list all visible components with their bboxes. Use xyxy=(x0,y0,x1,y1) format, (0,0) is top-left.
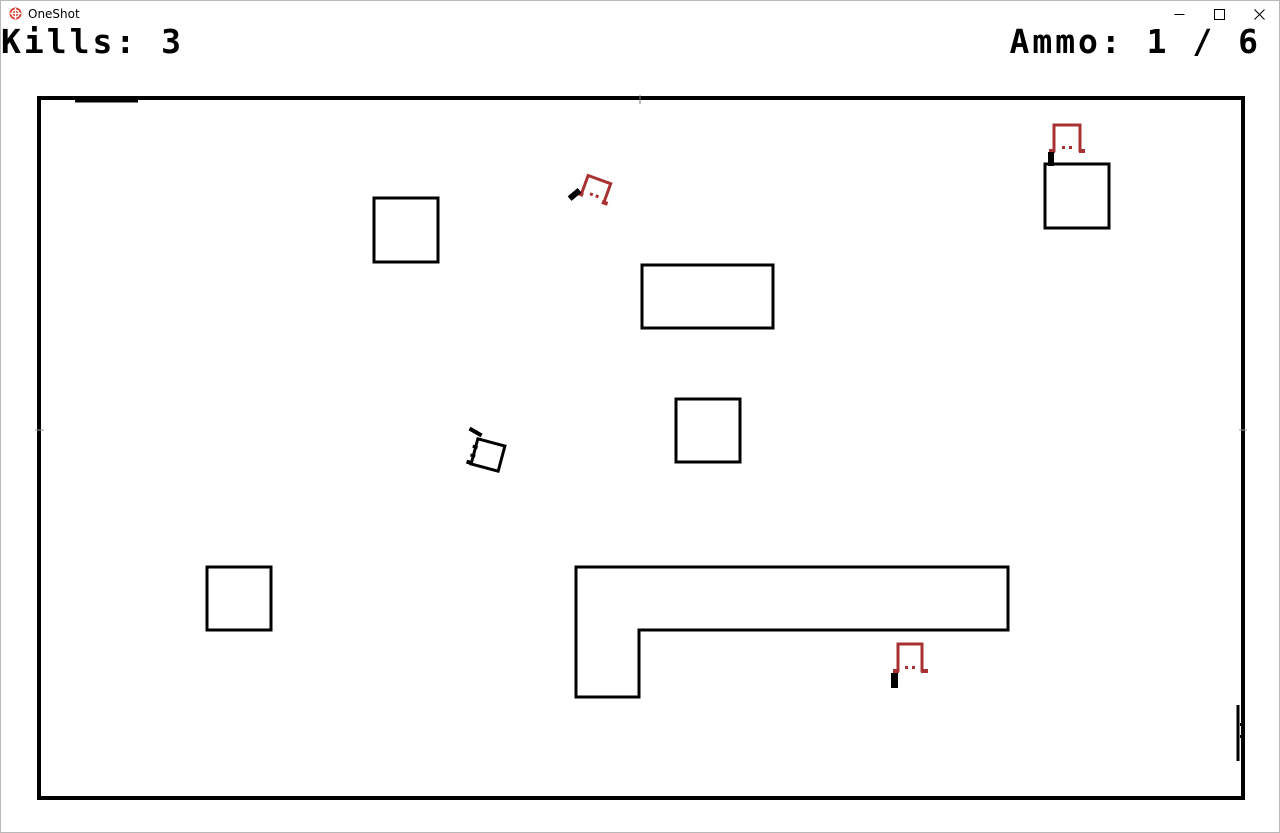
close-icon xyxy=(1253,8,1265,20)
obstacle-block xyxy=(205,565,273,632)
window-title: OneShot xyxy=(28,7,80,21)
ammo-counter: Ammo: 1 / 6 xyxy=(1009,22,1261,61)
maximize-icon xyxy=(1213,8,1225,20)
title-bar[interactable]: OneShot xyxy=(1,1,1279,27)
minimize-icon xyxy=(1174,13,1184,15)
arena-boundary-wall xyxy=(37,96,1245,800)
obstacle-block xyxy=(674,397,742,464)
right-wall-gate xyxy=(1236,705,1244,761)
maximize-button[interactable] xyxy=(1199,1,1239,27)
kills-counter: Kills: 3 xyxy=(1,22,184,61)
obstacle-block xyxy=(640,263,775,330)
close-button[interactable] xyxy=(1239,1,1279,27)
enemy-tank-icon xyxy=(567,173,613,206)
enemy-tank-icon xyxy=(891,642,928,688)
player-tank-icon xyxy=(466,426,507,474)
enemy-tank-icon xyxy=(1048,123,1085,166)
obstacle-l-wall xyxy=(574,565,1010,699)
obstacle-block xyxy=(372,196,440,264)
obstacle-block xyxy=(1043,162,1111,230)
minimize-button[interactable] xyxy=(1159,1,1199,27)
crosshair-icon xyxy=(9,7,22,20)
